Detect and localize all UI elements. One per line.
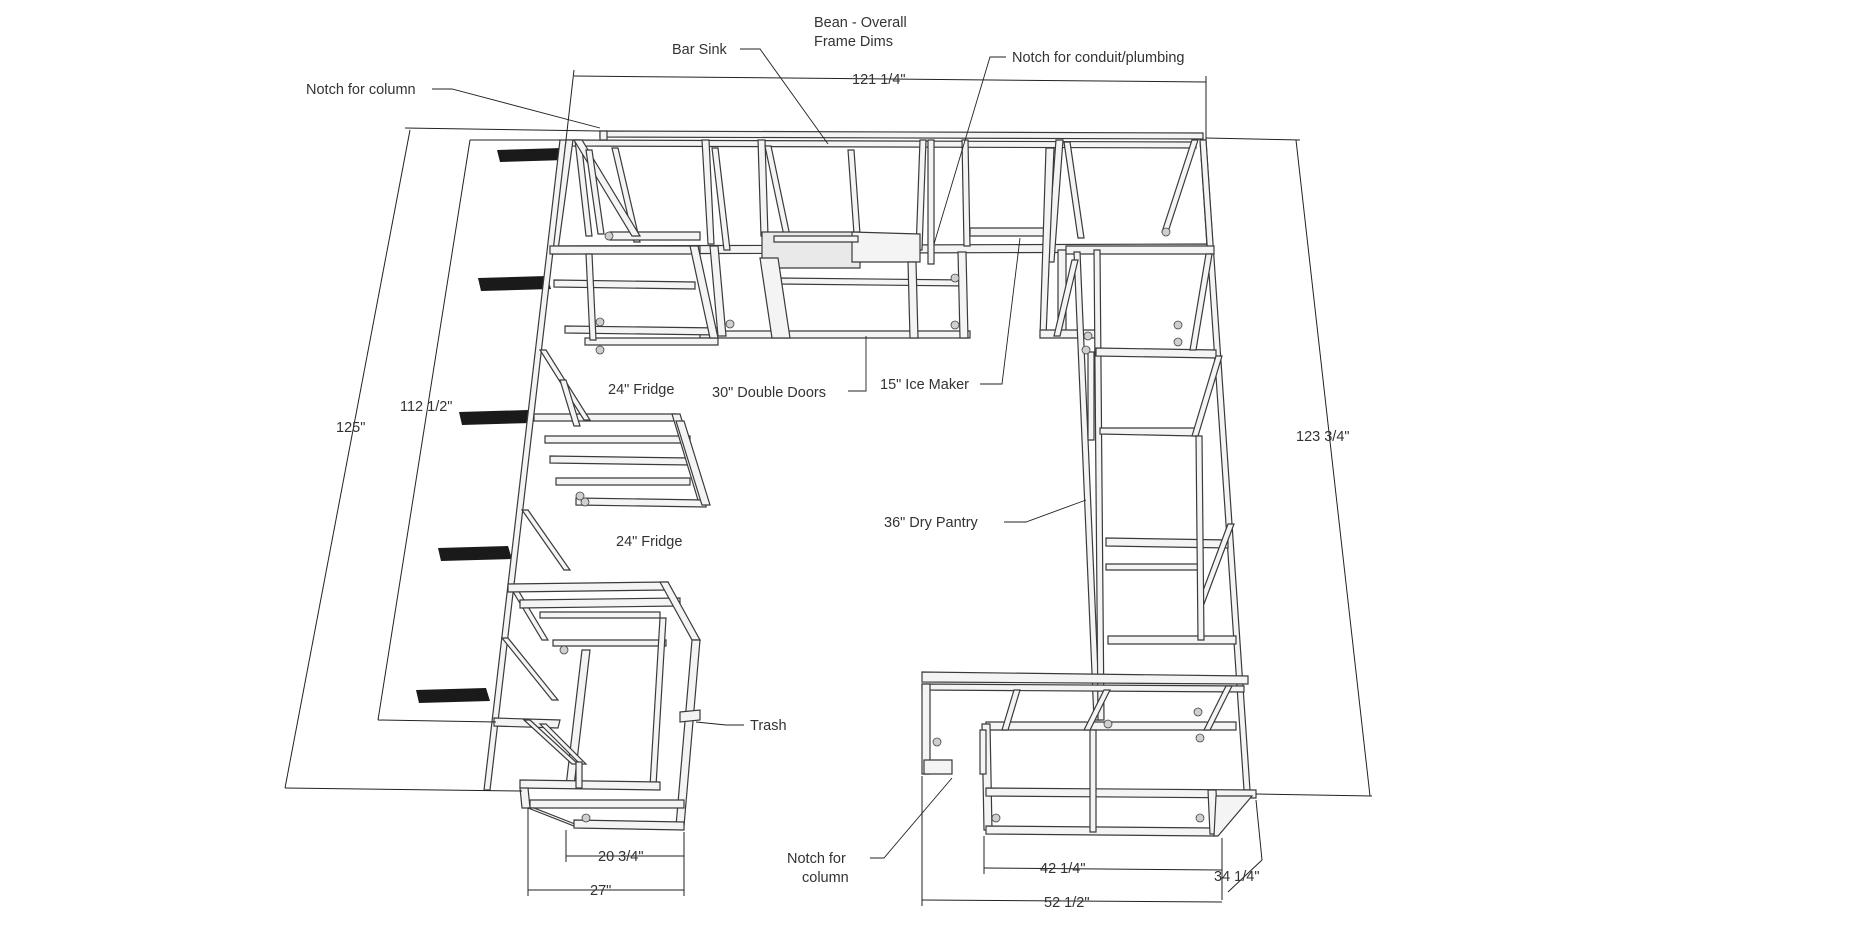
dimension-lines [284, 69, 1373, 906]
label-ice-maker: 15" Ice Maker [880, 377, 969, 393]
label-double-doors: 30" Double Doors [712, 385, 826, 401]
label-bar-sink: Bar Sink [672, 42, 728, 58]
dim-right-leg-inner: 42 1/4" [1040, 861, 1085, 877]
title-line-2: Frame Dims [814, 34, 893, 50]
frame-top-run [549, 130, 1214, 339]
label-notch-column-bottom-2: column [802, 870, 849, 886]
label-notch-column-top: Notch for column [306, 82, 416, 98]
callout-leaders [432, 48, 1087, 859]
dim-right-leg-depth: 34 1/4" [1214, 869, 1259, 885]
frame-left-run [483, 139, 727, 831]
label-fridge-upper: 24" Fridge [608, 382, 674, 398]
label-trash: Trash [750, 718, 787, 734]
dim-right-leg-outer: 52 1/2" [1044, 895, 1089, 911]
overhang-brackets [416, 148, 566, 703]
dim-left-leg-inner: 20 3/4" [598, 849, 643, 865]
label-dry-pantry: 36" Dry Pantry [884, 515, 979, 531]
diagram-labels: Bean - Overall Frame Dims Bar Sink Notch… [306, 15, 1350, 911]
dim-right-depth: 123 3/4" [1296, 429, 1350, 445]
title-line-1: Bean - Overall [814, 15, 907, 31]
label-notch-conduit: Notch for conduit/plumbing [1012, 50, 1185, 66]
dim-left-outer: 125" [336, 420, 365, 436]
frame-right-run [921, 139, 1257, 837]
label-fridge-lower: 24" Fridge [616, 534, 682, 550]
dim-top-width: 121 1/4" [852, 72, 906, 88]
dim-left-inner: 112 1/2" [400, 399, 452, 415]
dim-left-leg-outer: 27" [590, 883, 611, 899]
leveling-feet [559, 227, 1205, 823]
label-notch-column-bottom-1: Notch for [787, 851, 846, 867]
